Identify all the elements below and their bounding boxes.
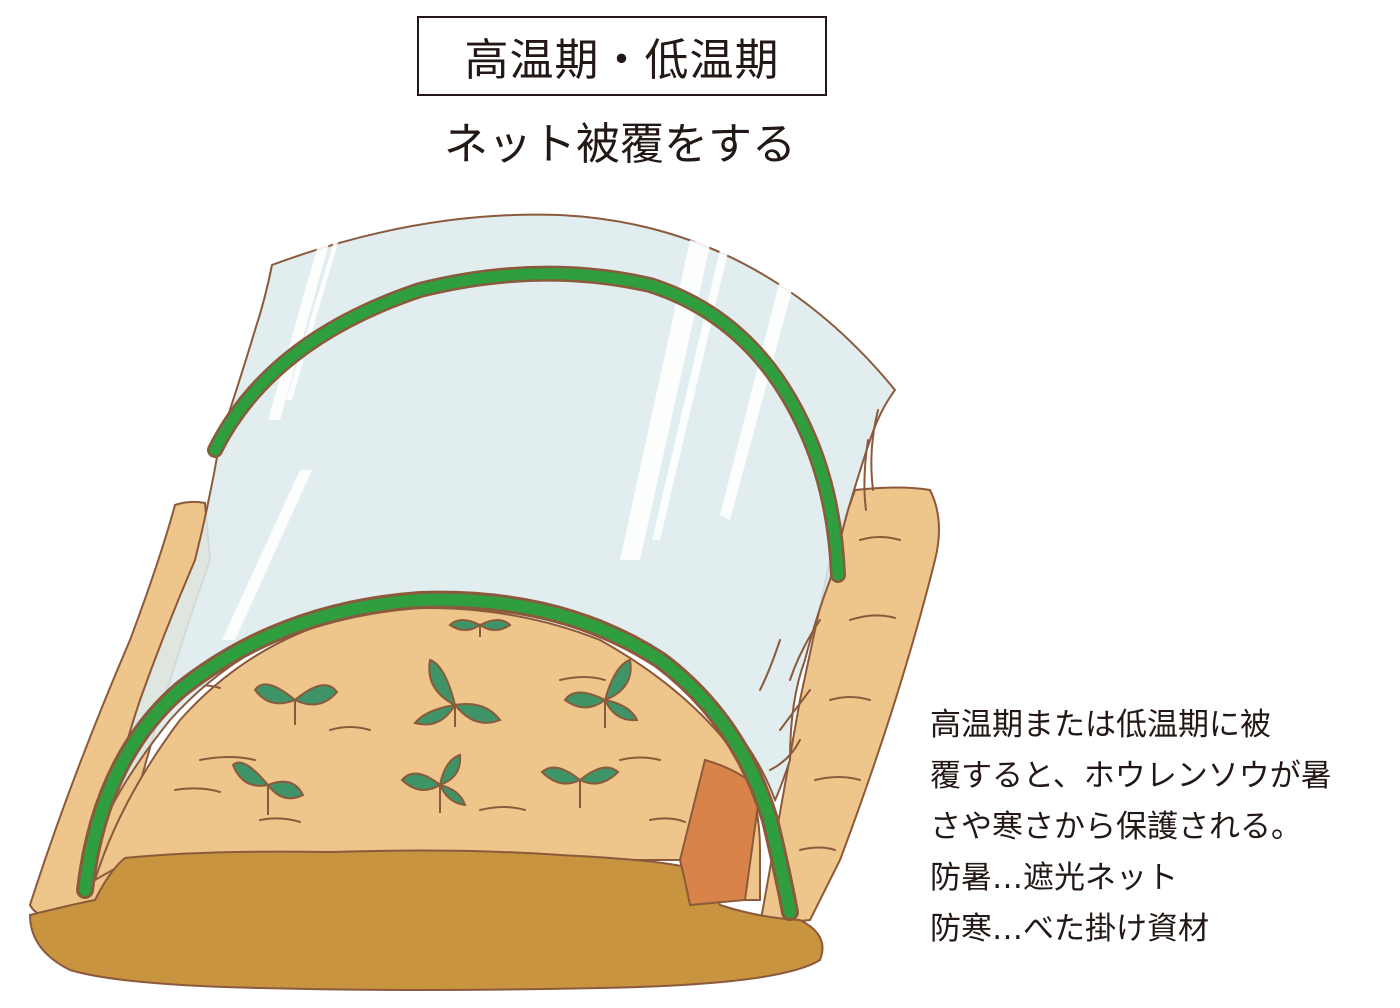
soil-dark-ledge: [28, 849, 824, 991]
notes-line: 高温期または低温期に被: [930, 707, 1271, 743]
soil-texture: [174, 536, 901, 851]
seedling: [448, 619, 512, 637]
hoop-back-fill: [209, 268, 844, 581]
soil-cut-face: [678, 758, 762, 907]
soil-bed-right: [758, 486, 940, 927]
notes-line: さや寒さから保護される。: [930, 809, 1302, 845]
page-subtitle: ネット被覆をする: [444, 119, 796, 170]
title-box: 高温期・低温期: [417, 16, 827, 96]
hoop-front-fill: [79, 593, 796, 918]
net-edge-strands: [759, 409, 879, 771]
seedling: [253, 683, 339, 725]
page-title: 高温期・低温期: [464, 35, 780, 86]
seedling: [540, 766, 620, 808]
notes-line: 覆すると、ホウレンソウが暑: [930, 758, 1332, 794]
notes-text: 高温期または低温期に被 覆すると、ホウレンソウが暑 さや寒さから保護される。 防…: [930, 700, 1390, 955]
seedling: [563, 658, 639, 728]
soil-front-face: [93, 607, 761, 901]
spinach-seedlings: [231, 619, 639, 815]
seedling: [231, 761, 305, 815]
seedling: [400, 753, 467, 813]
notes-line: 防寒…べた掛け資材: [930, 911, 1209, 947]
notes-line: 防暑…遮光ネット: [930, 860, 1178, 896]
seedling: [413, 658, 502, 727]
